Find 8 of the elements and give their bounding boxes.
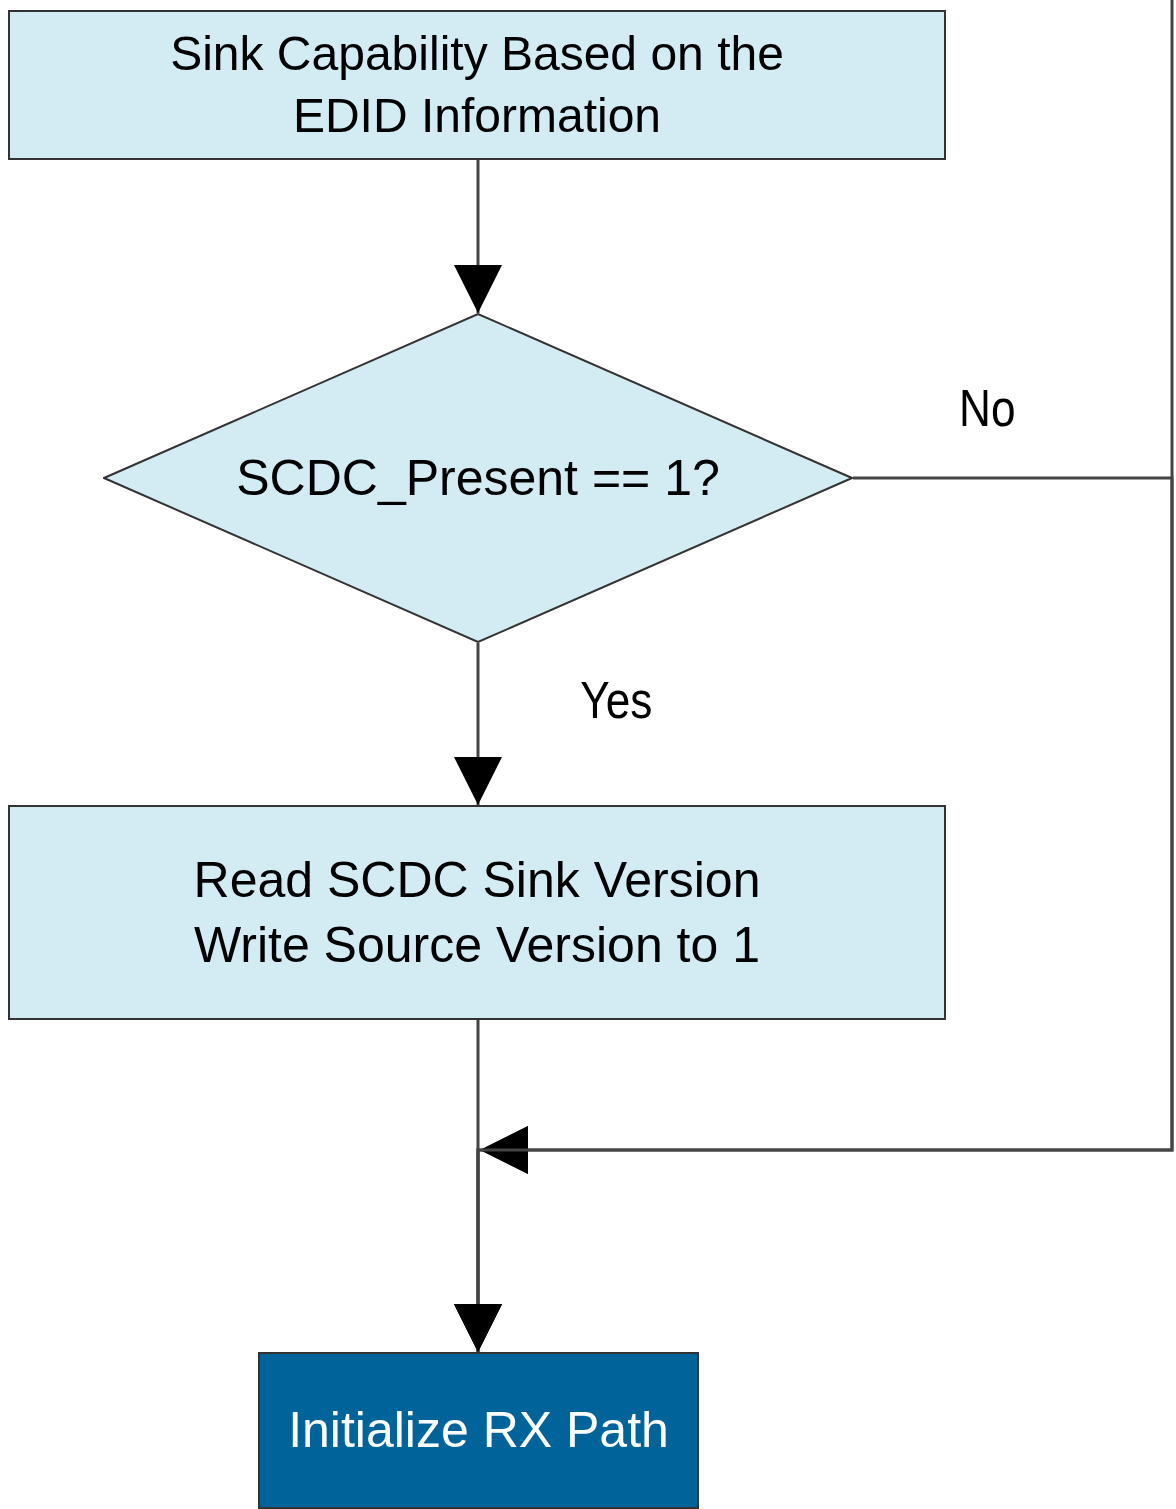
process-box — [8, 805, 946, 1020]
node-text: SCDC_Present == 1? — [236, 448, 720, 508]
node-text: Read SCDC Sink Version Write Source Version to 1 — [192, 850, 762, 975]
process-box — [8, 10, 946, 160]
decision-diamond — [103, 313, 853, 643]
process-box — [258, 1352, 699, 1509]
node-text: Initialize RX Path — [288, 1401, 669, 1460]
node-text: Sink Capability Based on the EDID Information — [169, 25, 785, 144]
